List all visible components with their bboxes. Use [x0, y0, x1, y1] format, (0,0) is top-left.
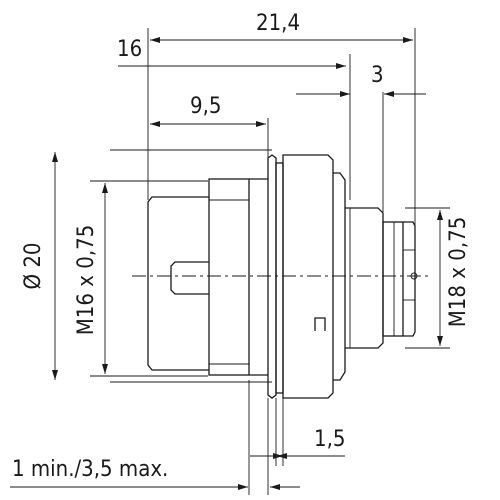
rear-length-label: 16: [117, 37, 142, 62]
diameter-label: Ø 20: [21, 242, 46, 289]
extension-lines: [90, 28, 450, 495]
front-length-label: 3: [371, 63, 384, 88]
thread-length-label: 9,5: [190, 94, 221, 119]
dimension-lines: [10, 37, 443, 490]
panel-thickness-label: 1 min./3,5 max.: [12, 457, 168, 482]
flange-thickness-label: 1,5: [314, 427, 345, 452]
connector-body: [147, 154, 418, 399]
front-thread-label: M18 x 0,75: [446, 217, 471, 328]
overall-length-label: 21,4: [256, 11, 300, 36]
rear-thread-label: M16 x 0,75: [74, 225, 99, 336]
